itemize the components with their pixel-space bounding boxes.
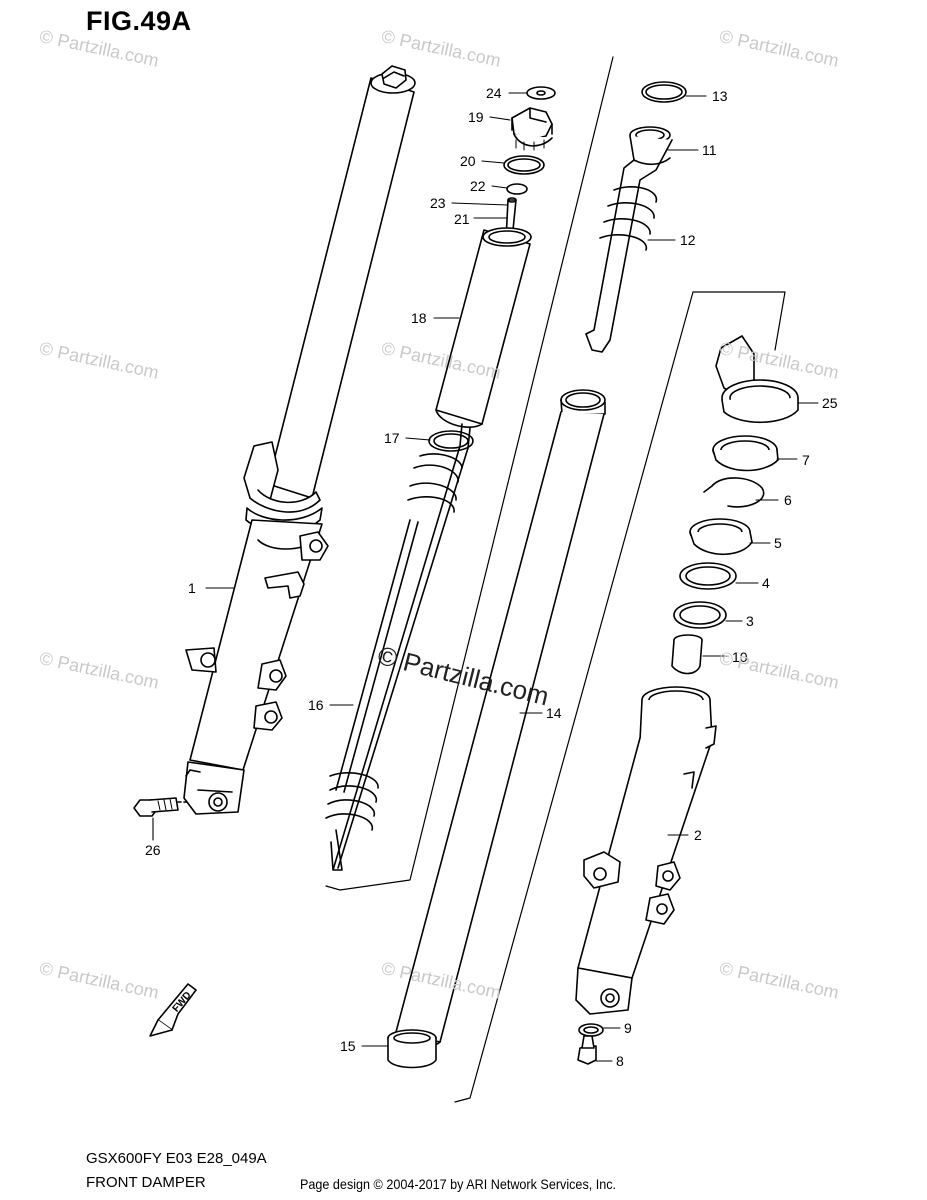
figure-title: FIG.49A <box>86 6 192 36</box>
callout-2: 2 <box>694 827 702 843</box>
callout-12: 12 <box>680 232 696 248</box>
leader-lines <box>152 92 819 1062</box>
inner-rod-group <box>585 81 687 353</box>
right-seal-group <box>575 335 799 1065</box>
fork-assembly-left <box>183 65 416 815</box>
callout-19: 19 <box>468 109 484 125</box>
callout-21: 21 <box>454 211 470 227</box>
callout-23: 23 <box>430 195 446 211</box>
callout-17: 17 <box>384 430 400 446</box>
callout-11: 11 <box>702 142 717 158</box>
callout-4: 4 <box>762 575 770 591</box>
callout-14: 14 <box>546 705 562 721</box>
callout-13: 13 <box>712 88 728 104</box>
group-boundary-lines <box>325 56 786 1103</box>
callout-8: 8 <box>616 1053 624 1069</box>
callout-25: 25 <box>822 395 838 411</box>
callout-26: 26 <box>145 842 161 858</box>
callout-18: 18 <box>411 310 427 326</box>
callout-22: 22 <box>470 178 486 194</box>
callout-1: 1 <box>188 580 196 596</box>
bushing-15 <box>387 1029 437 1069</box>
callout-10: 10 <box>732 649 748 665</box>
page-credit: Page design © 2004-2017 by ARI Network S… <box>300 1176 617 1192</box>
damper-group <box>325 86 556 871</box>
callout-7: 7 <box>802 452 810 468</box>
callout-20: 20 <box>460 153 476 169</box>
callout-labels: 24 19 20 22 23 21 18 17 16 15 14 13 11 1… <box>145 85 838 1069</box>
model-code: GSX600FY E03 E28_049A <box>86 1150 267 1167</box>
callout-5: 5 <box>774 535 782 551</box>
callout-16: 16 <box>308 697 324 713</box>
callout-3: 3 <box>746 613 754 629</box>
callout-24: 24 <box>486 85 502 101</box>
callout-15: 15 <box>340 1038 356 1054</box>
callout-9: 9 <box>624 1020 632 1036</box>
outer-tube-14 <box>395 389 606 1047</box>
bolt-26 <box>133 797 189 817</box>
section-name: FRONT DAMPER <box>86 1174 206 1191</box>
callout-6: 6 <box>784 492 792 508</box>
